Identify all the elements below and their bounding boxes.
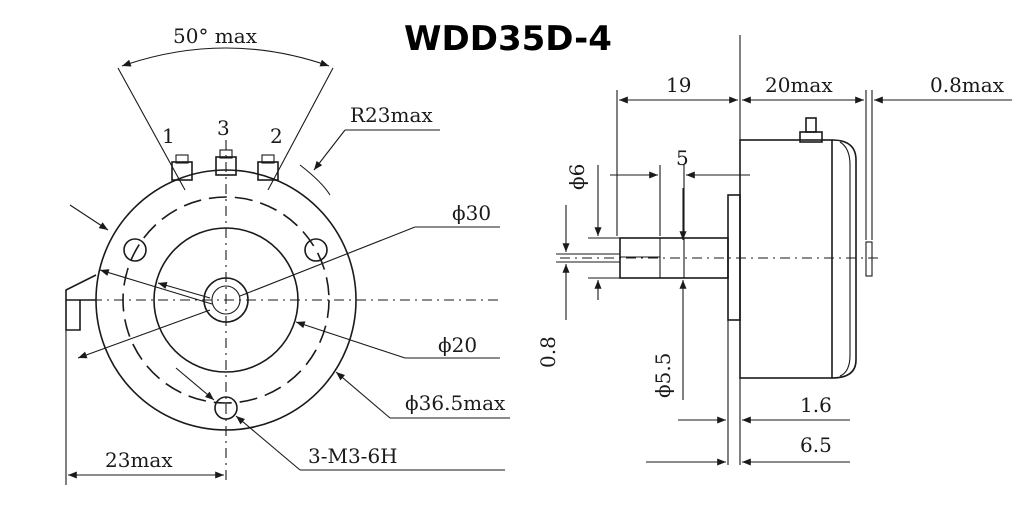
rear-cap-inner <box>839 141 851 377</box>
dim-19-label: 19 <box>666 73 691 97</box>
dia30-leader-left <box>99 269 213 305</box>
outer-arrow-left <box>69 204 109 231</box>
dim-6-5-label: 6.5 <box>800 433 832 457</box>
drawing-title: WDD35D-4 <box>404 19 612 59</box>
thread-label: 3-M3-6H <box>308 444 398 468</box>
thread-leader <box>235 415 301 471</box>
dim-1-6-label: 1.6 <box>800 393 832 417</box>
mount-hole-right <box>304 238 328 262</box>
rear-nub <box>865 241 873 277</box>
dia-36-5-label: ϕ36.5max <box>405 391 506 415</box>
angle-label: 50° max <box>173 24 258 48</box>
dia-30-label: ϕ30 <box>452 201 491 225</box>
side-body <box>739 139 833 379</box>
dim-20max-label: 20max <box>765 73 833 97</box>
radius-label: R23max <box>350 103 433 127</box>
side-view: 19 20max 0.8max 5 ϕ6 0.8 ϕ5.5 1.6 <box>536 35 1012 466</box>
pin-2-label: 2 <box>270 124 283 148</box>
angle-arc <box>121 47 330 67</box>
dia365-leader <box>335 371 391 419</box>
side-bracket <box>65 274 97 331</box>
hole-arrow <box>175 367 215 401</box>
r23-arc <box>299 164 331 196</box>
dim-0-8max-label: 0.8max <box>930 73 1005 97</box>
dia-6-label: ϕ6 <box>565 164 589 190</box>
angle-line-left <box>117 67 186 191</box>
angle-line-right <box>267 67 334 191</box>
dia365-leader-left <box>77 309 211 359</box>
front-view: 50° max 1 3 2 R23max ϕ30 ϕ20 ϕ36.5max 3- <box>65 24 510 485</box>
dia-5-5-label: ϕ5.5 <box>651 353 675 398</box>
r23-leader <box>313 129 346 171</box>
terminal-3 <box>215 149 237 176</box>
dia20-leader <box>295 321 406 359</box>
dia-20-label: ϕ20 <box>438 333 477 357</box>
width-label: 23max <box>105 448 173 472</box>
side-terminal-pin <box>805 117 817 133</box>
dia30-leader <box>239 226 416 297</box>
dim-5-label: 5 <box>676 146 689 170</box>
pin-1-label: 1 <box>162 124 175 148</box>
pin-3-label: 3 <box>217 116 230 140</box>
mount-hole-left <box>123 238 147 262</box>
rear-cap <box>831 139 857 379</box>
dim-0-8-label: 0.8 <box>536 336 560 368</box>
dia20-leader-left <box>157 282 211 299</box>
terminal-1 <box>171 154 193 181</box>
